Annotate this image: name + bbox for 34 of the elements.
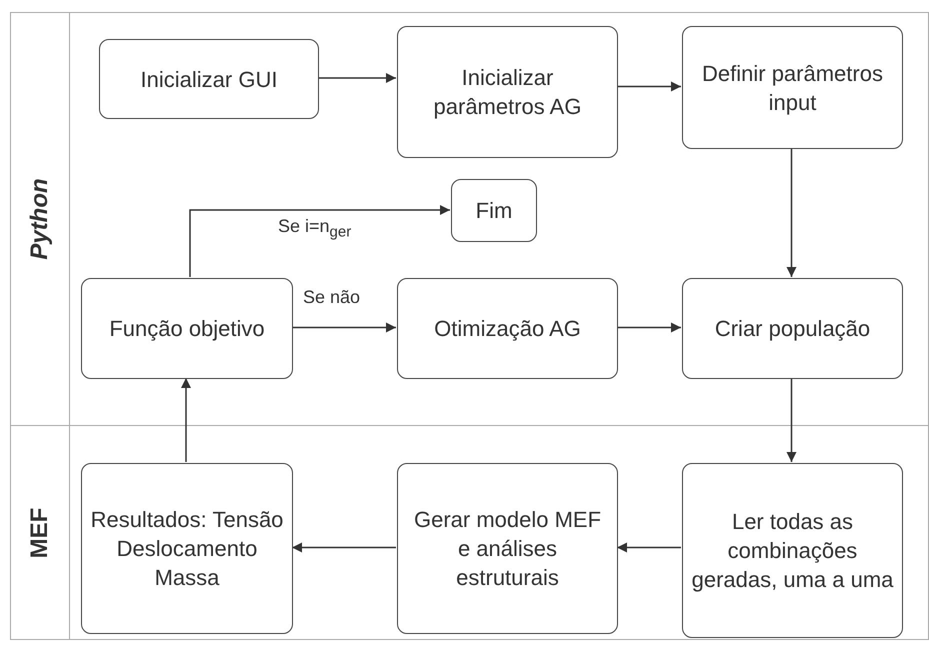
arrow <box>786 148 796 277</box>
process-box <box>682 278 903 379</box>
process-box <box>397 278 618 379</box>
process-box <box>99 39 319 119</box>
box-text: Inicializar GUI <box>140 66 278 94</box>
arrow <box>181 378 191 462</box>
process-box <box>682 463 903 638</box>
arrow <box>617 82 681 92</box>
arrow <box>292 322 396 332</box>
process-box <box>451 179 537 242</box>
arrow <box>617 542 681 552</box>
box-text: Otimização AG <box>433 315 582 343</box>
process-box <box>397 26 618 158</box>
box-text: Definir parâmetros input <box>701 60 884 116</box>
arrow <box>292 542 396 552</box>
lane-title: Python <box>26 178 54 260</box>
box-text: Criar população <box>714 315 872 343</box>
swimlane <box>10 425 929 640</box>
process-box <box>682 26 903 149</box>
box-text: Inicializar parâmetros AG <box>432 64 582 121</box>
box-text: Ler todas as combinações geradas, uma a uma <box>690 508 894 594</box>
arrow <box>318 73 396 83</box>
box-text: Função objetivo <box>108 315 266 343</box>
swimlane <box>10 12 929 426</box>
process-box <box>81 278 293 379</box>
lane-title: MEF <box>26 507 54 558</box>
arrow <box>189 205 450 277</box>
arrow <box>786 378 796 462</box>
box-text: Gerar modelo MEF e análises estruturais <box>412 506 602 592</box>
box-text: Fim <box>474 197 514 225</box>
box-text: Resultados: Tensão Deslocamento Massa <box>90 506 284 592</box>
arrow <box>617 322 681 332</box>
process-box <box>397 463 618 634</box>
process-box <box>81 463 293 634</box>
